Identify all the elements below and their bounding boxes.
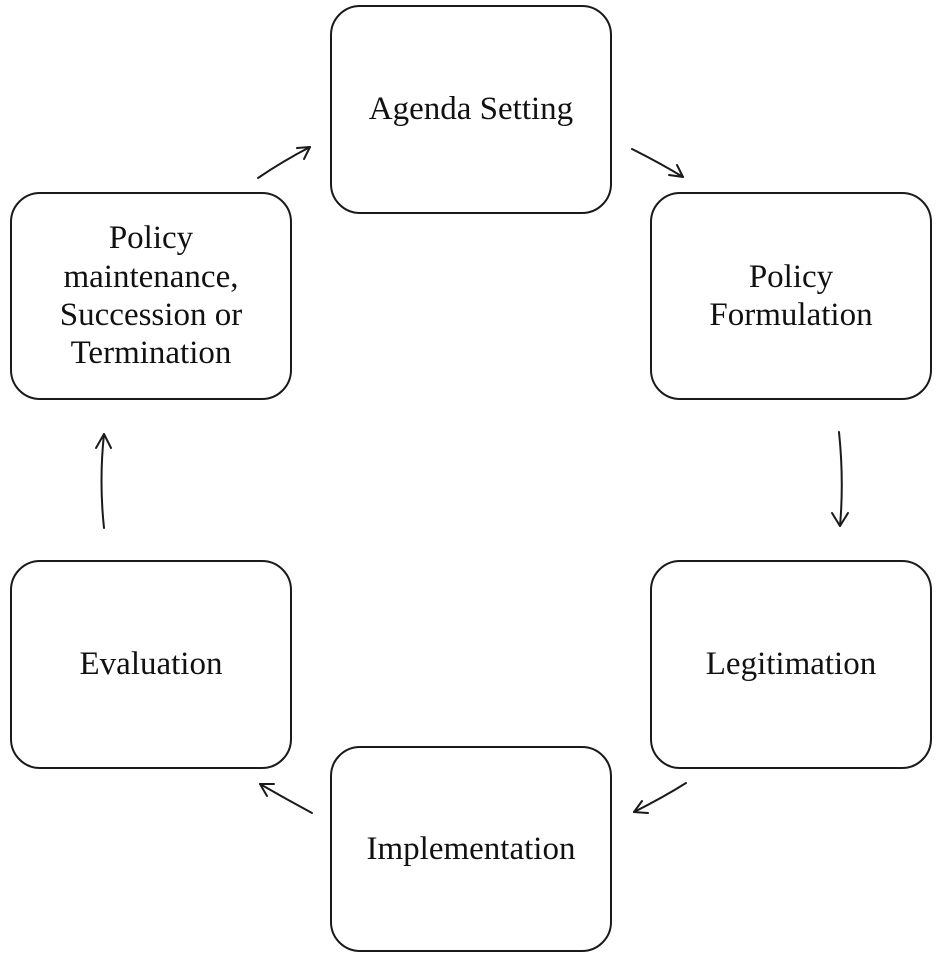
node-label-line: Evaluation [79,646,223,683]
node-label-line: Succession or [59,297,243,333]
node-label-line: Termination [70,335,232,372]
arrow-agenda-to-formulation [631,148,684,178]
node-evaluation: Evaluation [10,560,292,769]
node-label-line: Implementation [366,830,576,867]
node-label-line: Policy [108,220,194,257]
node-legitimation: Legitimation [650,560,932,769]
node-policy-formulation: Policy Formulation [650,192,932,400]
arrow-legitimation-to-implementation [633,782,687,814]
arrow-implementation-to-evaluation [259,783,313,814]
node-agenda-setting: Agenda Setting [330,5,612,214]
arrow-formulation-to-legitimation [831,431,849,527]
node-label-line: Policy [748,258,834,295]
node-implementation: Implementation [330,746,612,952]
arrow-evaluation-to-maintenance [95,433,112,529]
arrow-maintenance-to-agenda [257,146,311,179]
node-label-line: Formulation [709,297,873,333]
node-label-line: Agenda Setting [368,91,574,128]
node-policy-maintenance: Policy maintenance, Succession or Termin… [10,192,292,400]
node-label-line: Legitimation [705,646,877,683]
node-label-line: maintenance, [63,258,239,295]
